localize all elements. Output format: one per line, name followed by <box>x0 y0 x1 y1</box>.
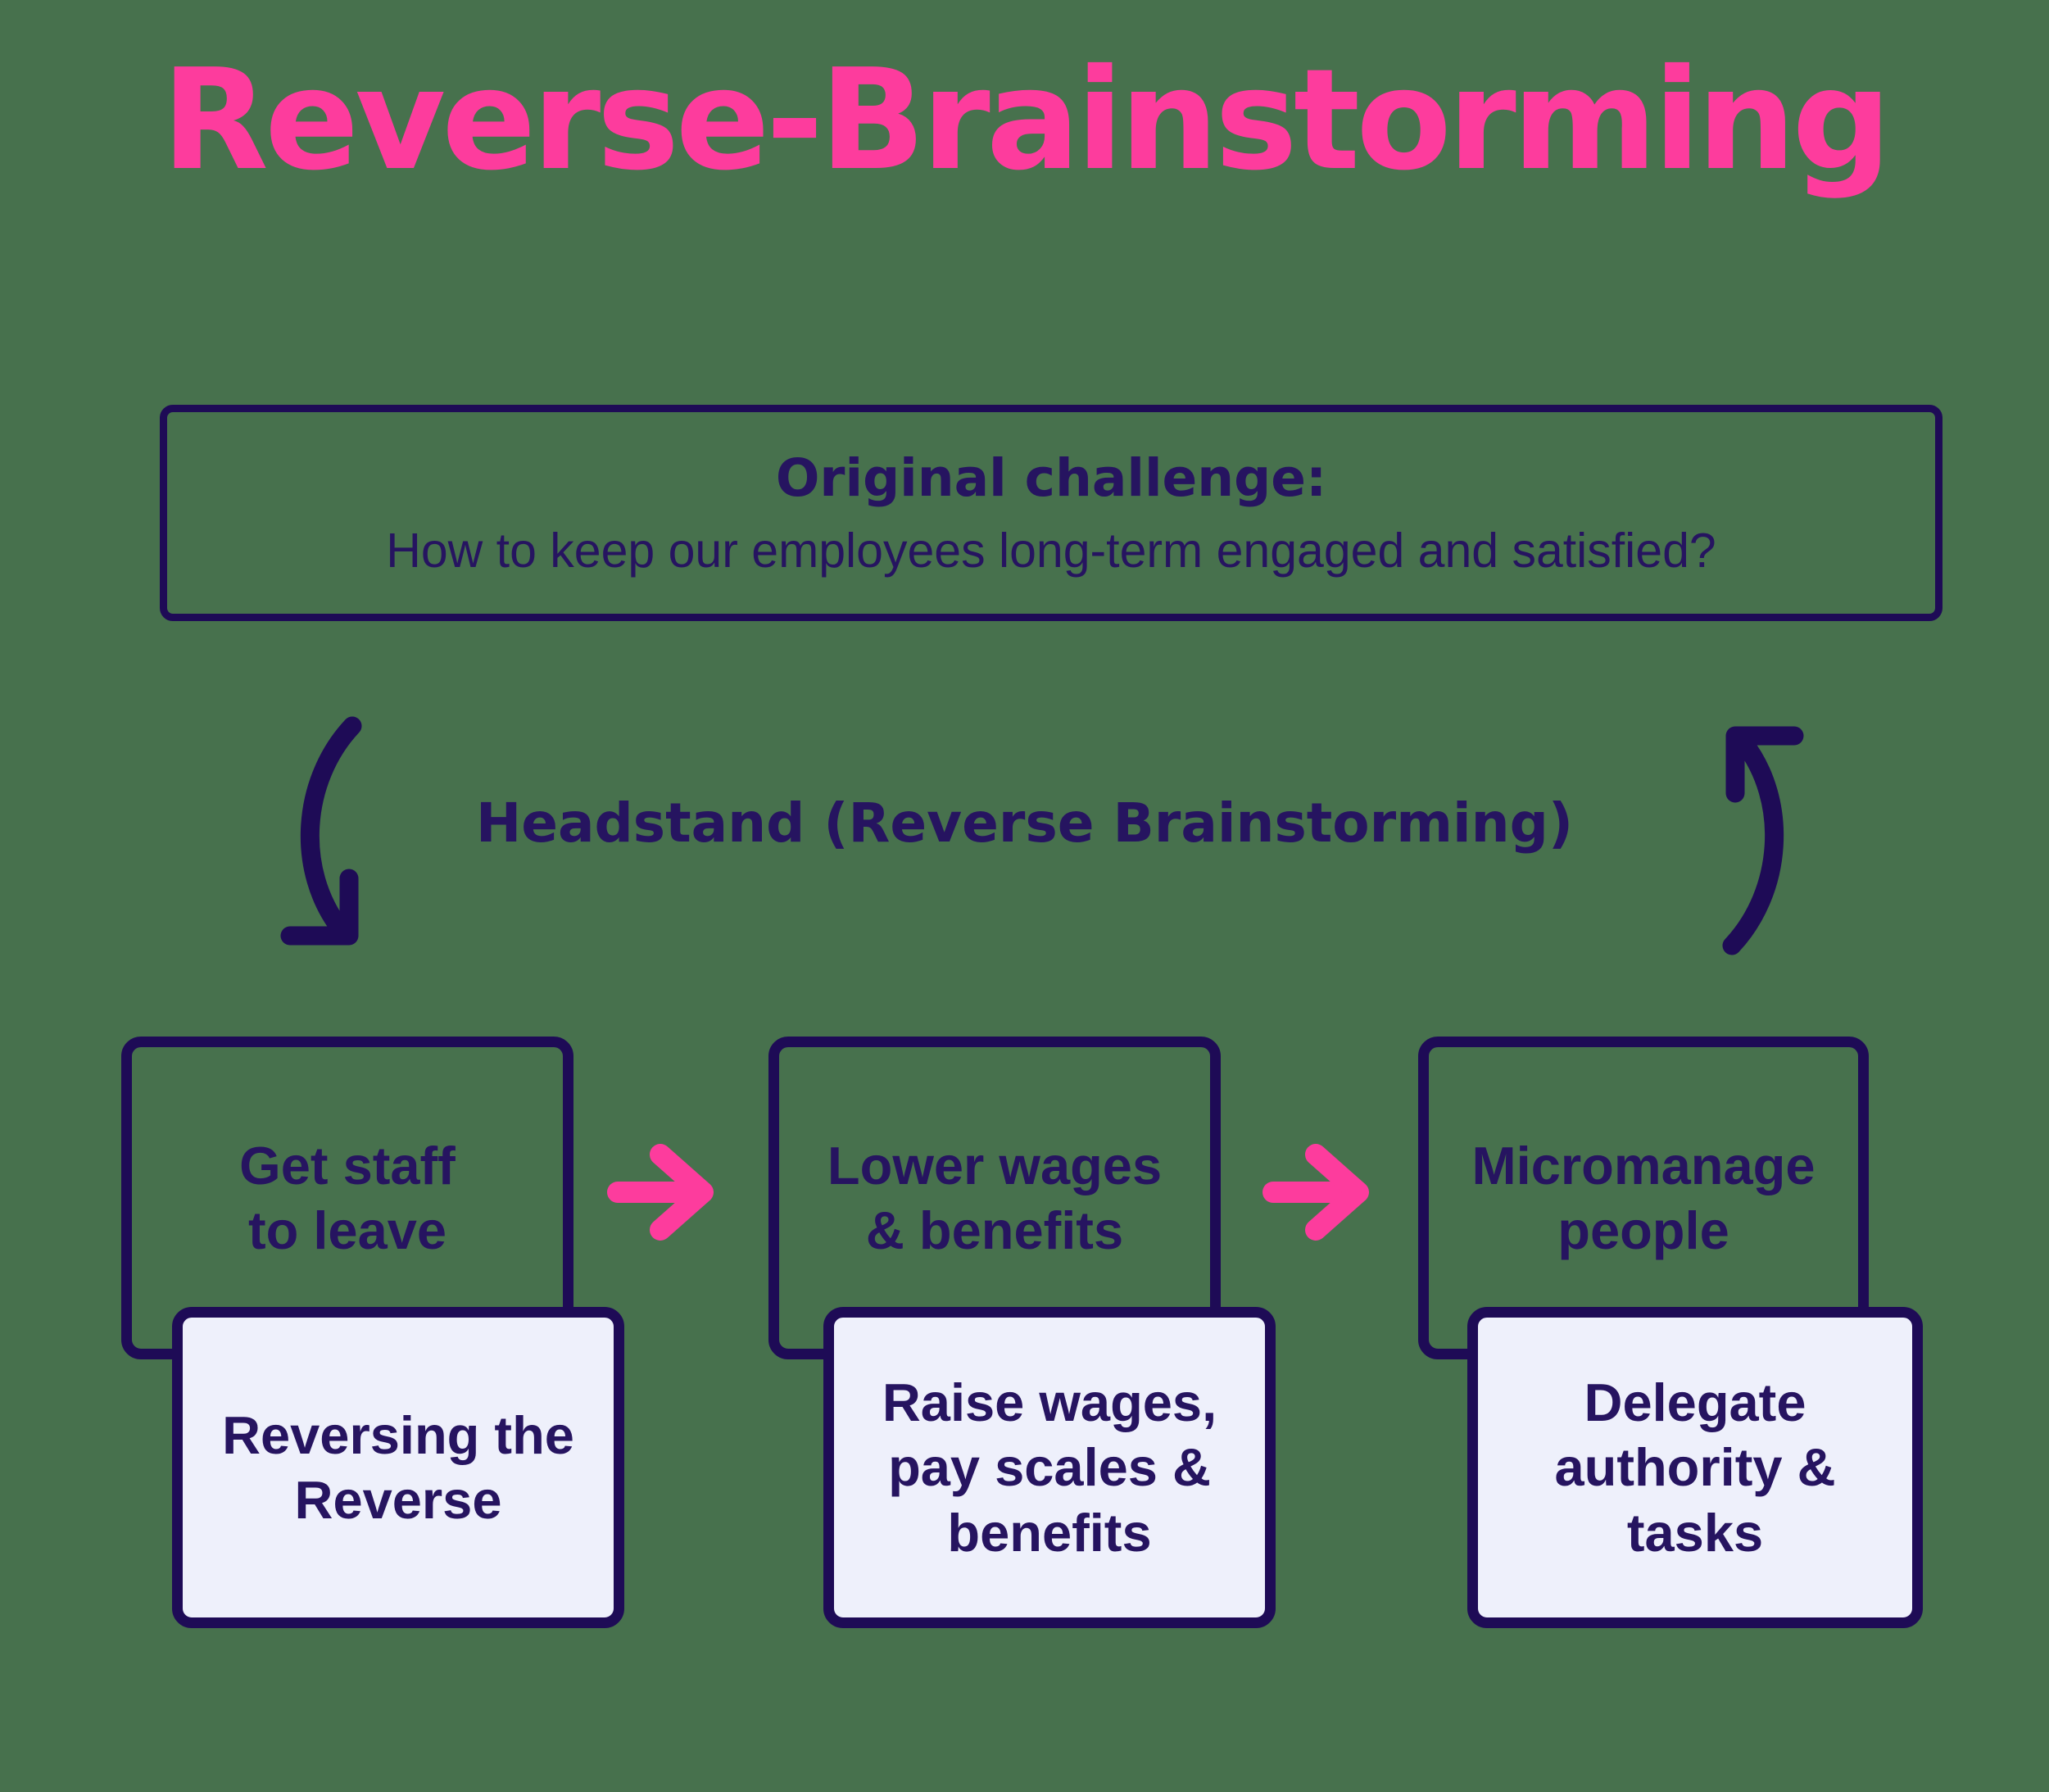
original-challenge-box: Original challenge: How to keep our empl… <box>160 405 1942 621</box>
arrow-right-icon <box>1262 1144 1369 1241</box>
solution-text: Raise wages, pay scales & benefits <box>882 1372 1217 1563</box>
reverse-idea-text: Get staff to leave <box>239 1135 456 1260</box>
solution-box-delegate-authority: Delegate authority & tasks <box>1467 1307 1923 1628</box>
headstand-label: Headstand (Reverse Brainstorming) <box>476 792 1573 855</box>
solution-box-reversing-the-reverse: Reversing the Reverse <box>172 1307 624 1628</box>
reverse-idea-box-get-staff-to-leave: Get staff to leave <box>121 1037 573 1359</box>
challenge-heading: Original challenge: <box>775 447 1327 508</box>
reverse-idea-text: Micromanage people <box>1471 1135 1816 1260</box>
reverse-idea-text: Lower wages & benefits <box>827 1135 1163 1260</box>
arrow-right-icon <box>607 1144 714 1241</box>
solution-box-raise-wages: Raise wages, pay scales & benefits <box>823 1307 1276 1628</box>
curved-arrow-up-icon <box>1722 726 1804 955</box>
solution-text: Delegate authority & tasks <box>1554 1372 1836 1563</box>
page-title: Reverse-Brainstorming <box>161 39 1892 202</box>
solution-text: Reversing the Reverse <box>222 1404 574 1530</box>
curved-arrow-down-icon <box>280 716 362 946</box>
reverse-idea-box-micromanage: Micromanage people <box>1418 1037 1869 1359</box>
challenge-question: How to keep our employees long-term enga… <box>386 523 1716 578</box>
